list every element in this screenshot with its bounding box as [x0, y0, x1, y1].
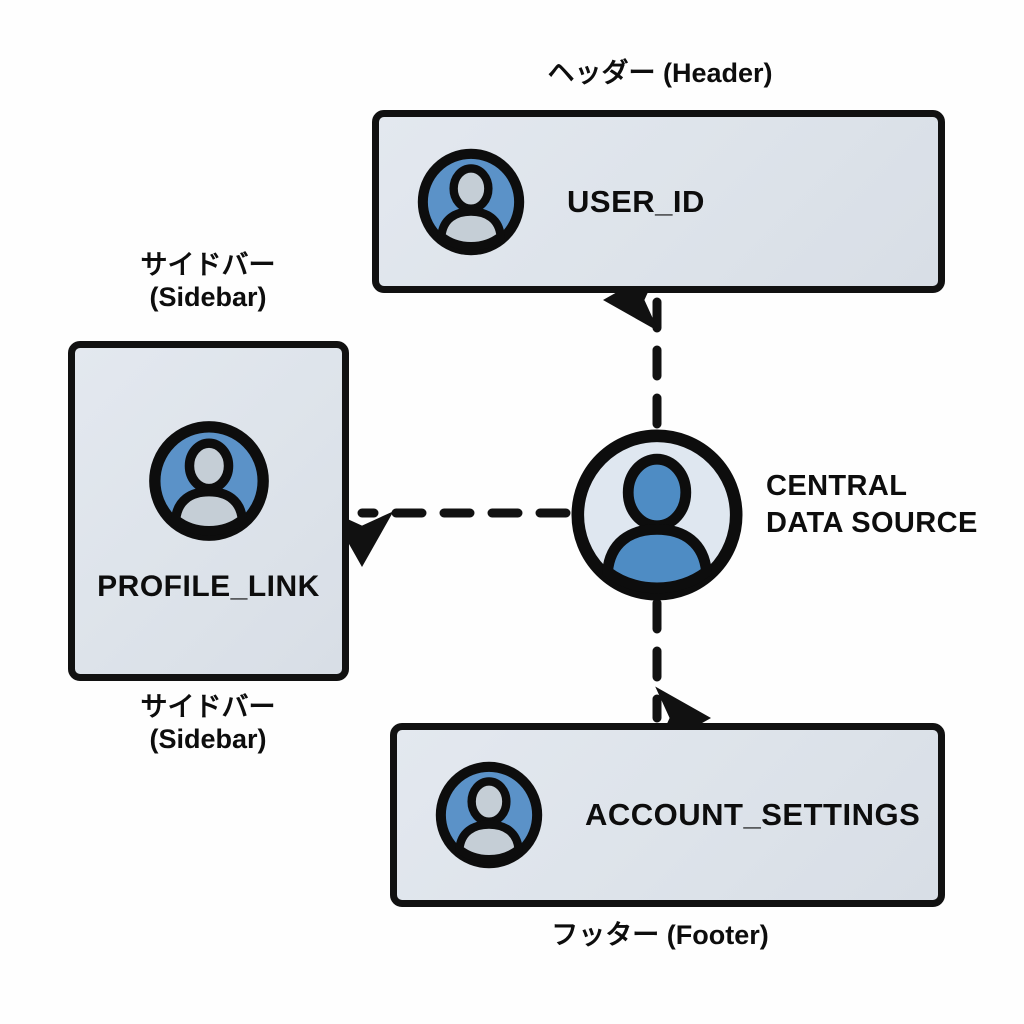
central-data-source-node[interactable] [567, 425, 747, 605]
footer-caption: フッター (Footer) [551, 920, 769, 950]
header-caption: ヘッダー (Header) [547, 58, 773, 88]
user-avatar-icon [433, 759, 545, 871]
header-node-label: USER_ID [567, 183, 705, 219]
sidebar-node[interactable]: PROFILE_LINK [68, 341, 349, 681]
sidebar-caption-bottom: サイドバー (Sidebar) [140, 692, 276, 754]
central-data-source-label: CENTRAL DATA SOURCE [766, 470, 978, 540]
user-avatar-icon [415, 146, 527, 258]
user-avatar-icon [146, 418, 272, 544]
footer-node-label: ACCOUNT_SETTINGS [585, 797, 921, 832]
header-node[interactable]: USER_ID [372, 110, 945, 293]
sidebar-caption-top: サイドバー (Sidebar) [140, 250, 276, 312]
footer-node[interactable]: ACCOUNT_SETTINGS [390, 723, 945, 907]
user-hub-icon [571, 429, 743, 601]
sidebar-node-label: PROFILE_LINK [97, 570, 320, 603]
